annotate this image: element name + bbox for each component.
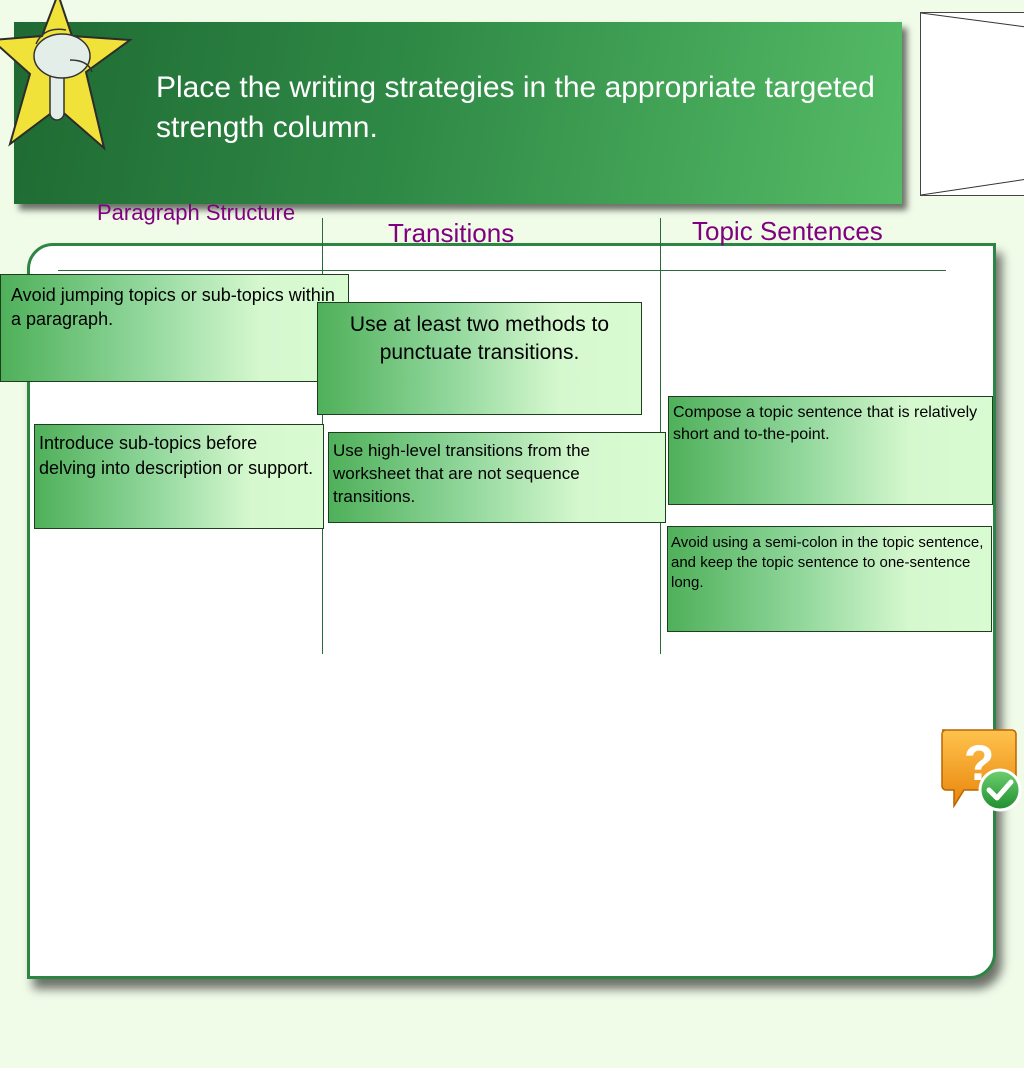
- card-text: Avoid using a semi-colon in the topic se…: [671, 534, 984, 591]
- page-title: Place the writing strategies in the appr…: [156, 71, 875, 144]
- card-text: Compose a topic sentence that is relativ…: [673, 404, 978, 443]
- column-header-transitions: Transitions: [388, 218, 515, 248]
- pointing-hand-icon: [33, 28, 93, 121]
- strategy-card[interactable]: Compose a topic sentence that is relativ…: [668, 396, 993, 505]
- strategy-card[interactable]: Use high-level transitions from the work…: [328, 432, 666, 523]
- strategy-card[interactable]: Avoid using a semi-colon in the topic se…: [667, 526, 992, 632]
- card-text: Use at least two methods to punctuate tr…: [349, 313, 610, 364]
- slide-thumbnail: [920, 12, 1024, 196]
- strategy-card[interactable]: Avoid jumping topics or sub-topics withi…: [0, 274, 349, 382]
- column-header-topic-sentences: Topic Sentences: [692, 216, 883, 246]
- card-text: Avoid jumping topics or sub-topics withi…: [11, 285, 335, 329]
- help-check-icon[interactable]: ?: [938, 728, 1022, 812]
- header-banner: Place the writing strategies in the appr…: [14, 22, 902, 204]
- strategy-card[interactable]: Use at least two methods to punctuate tr…: [317, 302, 642, 415]
- column-header-paragraph-structure: Paragraph Structure: [97, 200, 296, 225]
- card-text: Use high-level transitions from the work…: [333, 441, 591, 506]
- card-text: Introduce sub-topics before delving into…: [39, 433, 314, 478]
- star-pointing-hand-icon: [0, 0, 133, 151]
- strategy-card[interactable]: Introduce sub-topics before delving into…: [34, 424, 324, 529]
- header-divider: [58, 270, 946, 271]
